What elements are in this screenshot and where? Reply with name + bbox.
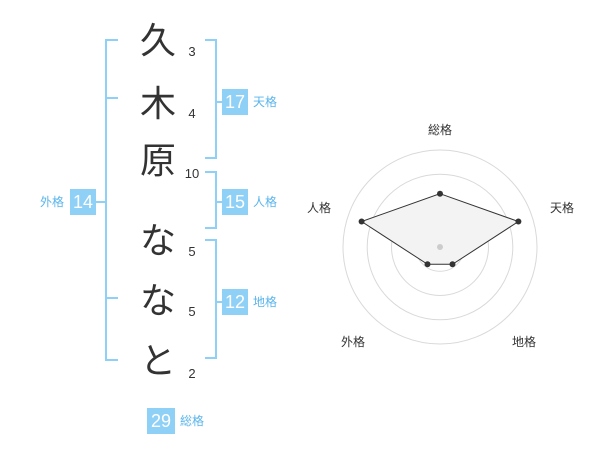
- soukaku-badge: 29: [147, 408, 175, 434]
- tenkaku-badge: 17: [222, 89, 248, 115]
- gaikaku-label: 外格: [40, 195, 65, 209]
- radar-center-dot: [437, 244, 443, 250]
- jinkaku-label: 人格: [253, 195, 278, 209]
- radar-point-4: [358, 218, 365, 225]
- radar-ring-4: [342, 149, 538, 345]
- radar-point-0: [437, 190, 443, 197]
- stroke-count-5: 5: [188, 304, 196, 319]
- radar-label-soukaku: 総格: [427, 123, 452, 137]
- name-char-5: な: [139, 281, 176, 322]
- jinkaku-bracket: [205, 171, 217, 229]
- jinkaku-badge: 15: [222, 189, 248, 215]
- gaikaku-bracket: [105, 39, 118, 361]
- tenkaku-bracket: [205, 39, 217, 159]
- radar-ring-3: [366, 173, 514, 321]
- name-char-6: と: [139, 341, 176, 382]
- radar-point-3: [424, 261, 431, 268]
- radar-point-2: [449, 261, 456, 268]
- name-char-3: 原: [139, 141, 176, 182]
- gaikaku-badge: 14: [70, 189, 96, 215]
- radar-label-gaikaku: 外格: [340, 335, 365, 349]
- chikaku-bracket: [205, 239, 217, 359]
- radar-point-1: [515, 218, 522, 225]
- chikaku-badge: 12: [222, 289, 248, 315]
- soukaku-label: 総格: [180, 414, 205, 428]
- name-char-4: な: [139, 221, 176, 262]
- stroke-count-4: 5: [188, 244, 196, 259]
- radar-label-tenkaku: 天格: [549, 201, 574, 215]
- chikaku-label: 地格: [253, 295, 278, 309]
- radar-label-jinkaku: 人格: [306, 201, 331, 215]
- stroke-count-1: 3: [188, 44, 196, 59]
- name-char-1: 久: [139, 21, 176, 62]
- name-char-2: 木: [139, 84, 176, 125]
- stroke-count-6: 2: [188, 366, 196, 381]
- radar-label-chikaku: 地格: [511, 335, 536, 349]
- stroke-count-3: 10: [184, 166, 200, 181]
- tenkaku-label: 天格: [253, 95, 278, 109]
- radar-polygon: [360, 193, 520, 265]
- stroke-count-2: 4: [188, 106, 196, 121]
- radar-points: [358, 190, 522, 268]
